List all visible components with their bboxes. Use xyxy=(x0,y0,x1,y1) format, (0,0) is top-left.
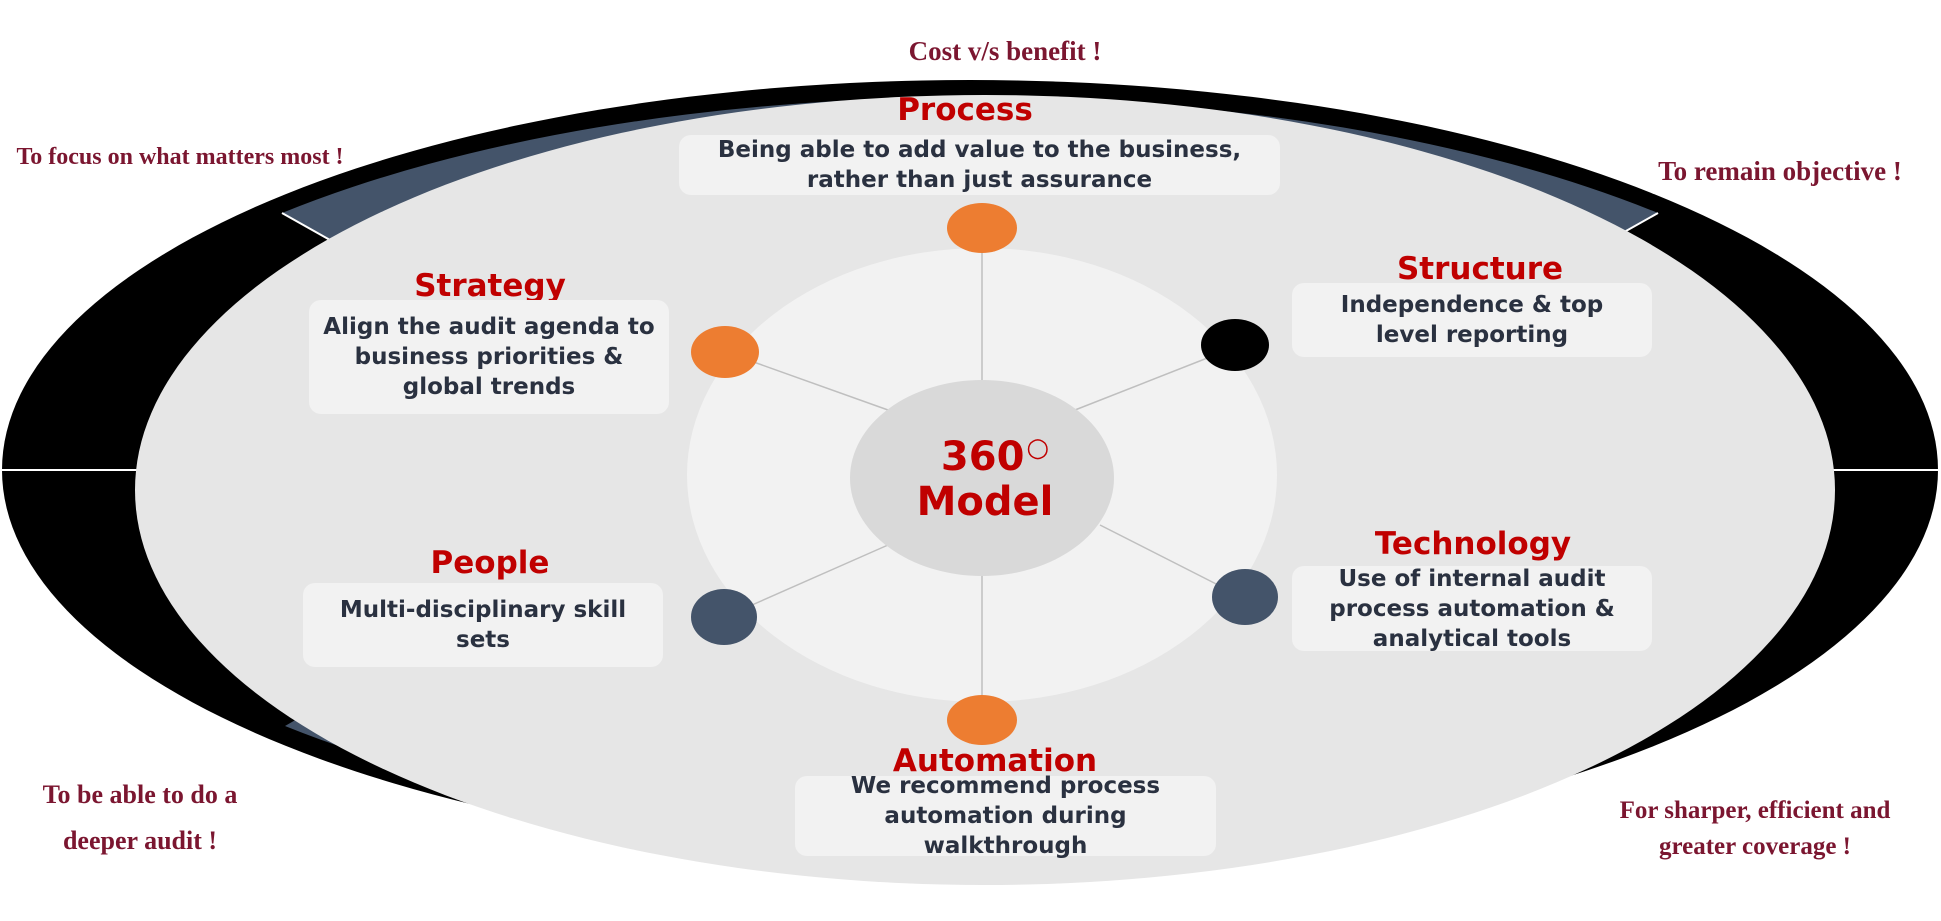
center-hub xyxy=(850,380,1114,576)
structure-title: Structure xyxy=(1396,251,1564,287)
spoke-structure xyxy=(1074,354,1216,411)
structure-node-dot xyxy=(1201,319,1269,371)
spoke-technology xyxy=(1099,524,1229,591)
people-description: Multi-disciplinary skill sets xyxy=(303,583,663,667)
center-number: 360 xyxy=(940,434,1025,480)
strategy-title: Strategy xyxy=(414,268,566,304)
corner-bottom-left-text: To be able to do a deeper audit ! xyxy=(42,780,238,855)
spoke-strategy xyxy=(747,359,889,411)
process-title: Process xyxy=(897,92,1033,128)
process-description: Being able to add value to the business,… xyxy=(679,135,1280,195)
corner-bottom-right-text: For sharper, efficient and greater cover… xyxy=(1619,797,1891,860)
degree-symbol: ○ xyxy=(1026,433,1050,463)
ring-notch-tl xyxy=(281,212,331,241)
corner-top-left-text: To focus on what matters most ! xyxy=(16,144,344,170)
strategy-description: Align the audit agenda to business prior… xyxy=(309,300,669,414)
technology-node-dot xyxy=(1212,569,1278,625)
corner-top-right-text: To remain objective ! xyxy=(1658,156,1902,186)
process-node-dot xyxy=(947,203,1017,253)
center-label: Model xyxy=(916,479,1054,525)
automation-description: We recommend process automation during w… xyxy=(795,773,1216,859)
node-dots xyxy=(691,203,1278,745)
spokes xyxy=(747,250,1229,700)
automation-title: Automation xyxy=(892,743,1098,779)
spoke-people xyxy=(751,544,889,606)
strategy-node-dot xyxy=(691,326,759,378)
structure-description: Independence & top level reporting xyxy=(1292,283,1652,357)
people-node-dot xyxy=(691,589,757,645)
center-title: 360○ xyxy=(900,424,1090,481)
people-title: People xyxy=(430,545,550,581)
automation-node-dot xyxy=(947,695,1017,745)
technology-description: Use of internal audit process automation… xyxy=(1292,566,1652,652)
technology-title: Technology xyxy=(1374,526,1572,562)
corner-top-text: Cost v/s benefit ! xyxy=(908,36,1102,66)
